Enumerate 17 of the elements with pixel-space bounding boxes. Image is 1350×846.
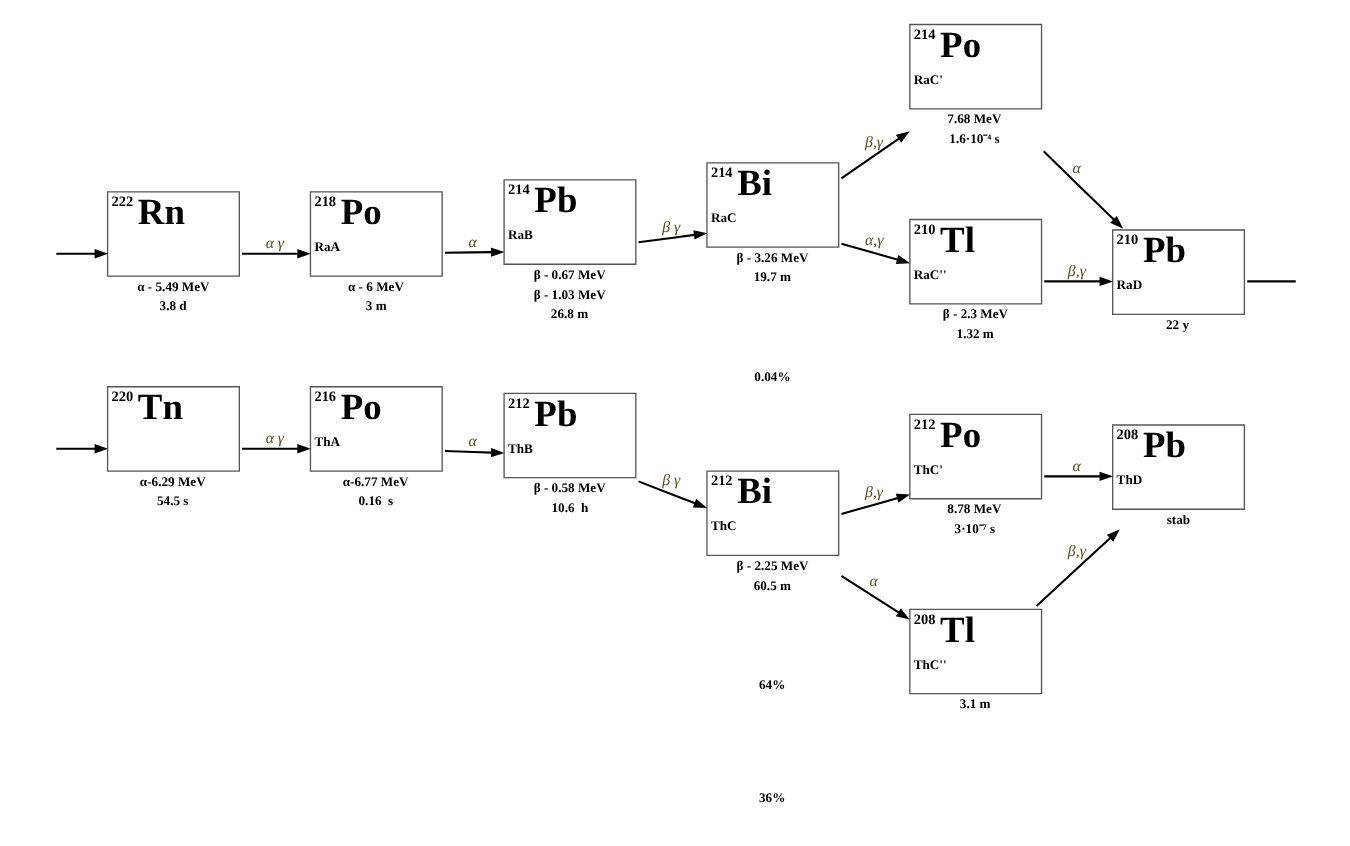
arrow: [443, 247, 504, 257]
connector: [1246, 280, 1295, 283]
arrow: [241, 443, 310, 454]
arrow: [241, 249, 310, 259]
arrow: [1041, 150, 1123, 229]
arrow: [443, 447, 504, 458]
arrow: [840, 242, 910, 265]
arrow: [839, 131, 909, 180]
arrow: [637, 480, 707, 508]
arrow: [55, 443, 108, 454]
arrow: [55, 249, 108, 259]
arrow: [1034, 529, 1119, 607]
arrow: [1043, 276, 1113, 287]
arrow: [637, 230, 707, 244]
arrow: [840, 493, 910, 515]
arrow: [1043, 471, 1113, 482]
arrow: [839, 575, 909, 620]
